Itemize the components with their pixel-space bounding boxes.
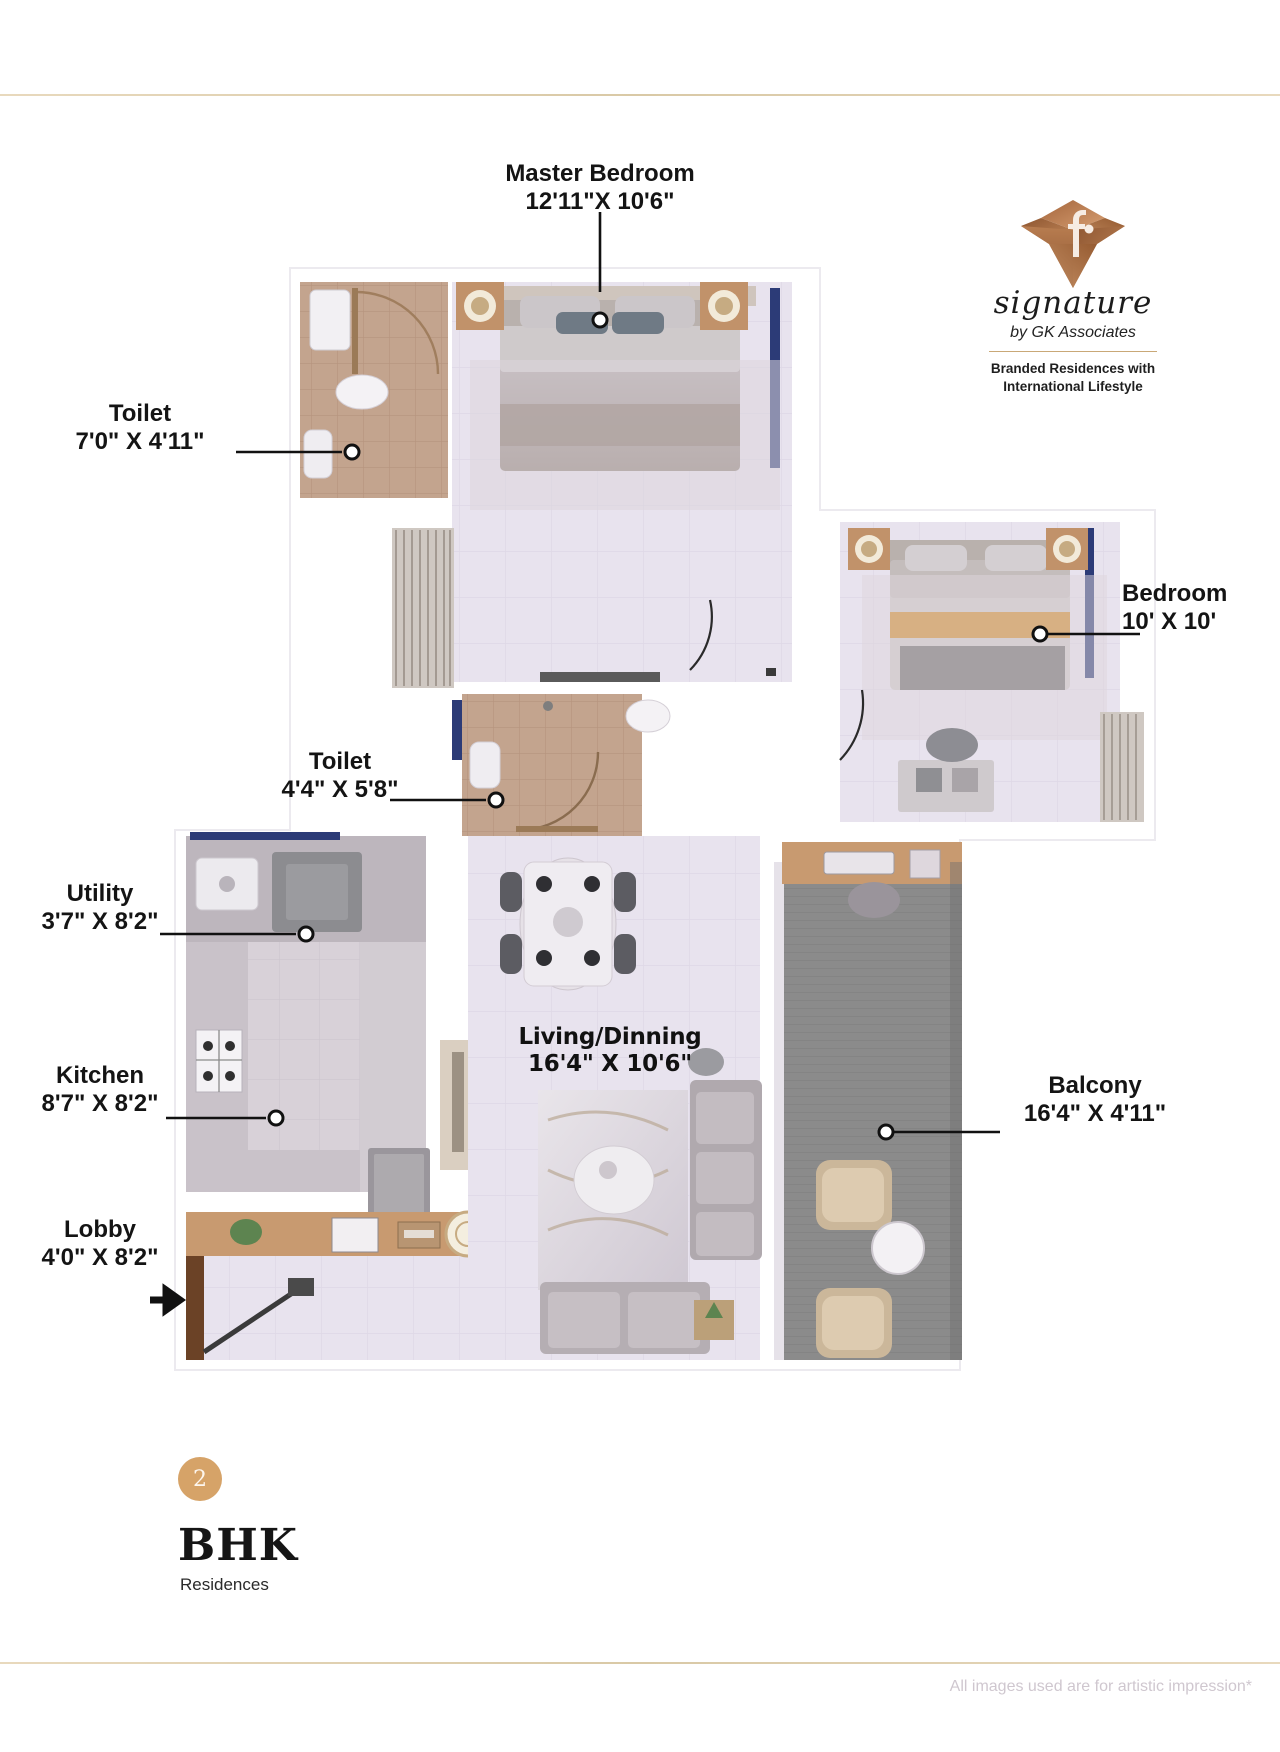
brand-logo-block: signature by GK Associates Branded Resid… bbox=[962, 196, 1184, 395]
label-kitchen: Kitchen 8'7" X 8'2" bbox=[41, 1062, 159, 1118]
artistic-impression-footnote: All images used are for artistic impress… bbox=[949, 1678, 1252, 1695]
unit-type-badge-wrap: 2 bbox=[178, 1457, 222, 1501]
label-bedroom: Bedroom 10' X 10' bbox=[1122, 580, 1228, 636]
plan-walls bbox=[174, 267, 1156, 1371]
room-master-bedroom bbox=[392, 282, 792, 688]
label-lobby: Lobby 4'0" X 8'2" bbox=[41, 1216, 159, 1272]
label-master-bedroom: Master Bedroom 12'11"X 10'6" bbox=[505, 160, 695, 216]
brand-divider bbox=[989, 351, 1157, 352]
label-utility: Utility 3'7" X 8'2" bbox=[41, 880, 159, 936]
unit-type-title: BHK bbox=[178, 1520, 299, 1571]
top-divider-rule bbox=[0, 94, 1280, 96]
gem-logo-icon bbox=[1019, 196, 1127, 290]
unit-type-number-badge: 2 bbox=[178, 1457, 222, 1501]
brand-tagline-line2: International Lifestyle bbox=[1003, 378, 1143, 394]
room-utility bbox=[186, 832, 426, 942]
room-toilet-master bbox=[300, 282, 448, 506]
label-toilet-common: Toilet 4'4" X 5'8" bbox=[281, 748, 399, 804]
room-living-dining bbox=[468, 836, 762, 1360]
room-bedroom bbox=[839, 522, 1144, 822]
bottom-divider-rule bbox=[0, 1662, 1280, 1664]
room-toilet-common bbox=[452, 694, 671, 836]
label-balcony: Balcony 16'4" X 4'11" bbox=[1023, 1072, 1167, 1128]
label-toilet-master: Toilet 7'0" X 4'11" bbox=[75, 400, 205, 456]
room-kitchen bbox=[186, 942, 470, 1234]
brand-tagline-line1: Branded Residences with bbox=[990, 361, 1156, 376]
label-living-dining: Living/Dinning 16'4" X 10'6" bbox=[518, 1024, 702, 1078]
entrance-arrow-icon bbox=[150, 1283, 187, 1317]
brand-script-word: signature bbox=[993, 285, 1153, 321]
brand-byline: by GK Associates bbox=[1010, 324, 1136, 341]
unit-type-subtitle: Residences bbox=[180, 1575, 269, 1594]
room-lobby bbox=[150, 1210, 756, 1360]
room-balcony bbox=[774, 842, 962, 1360]
